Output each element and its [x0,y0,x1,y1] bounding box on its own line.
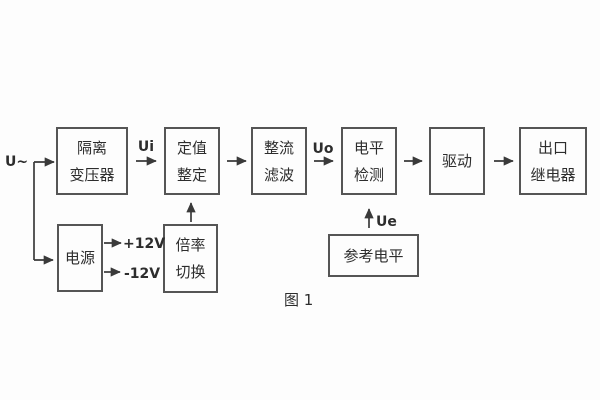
block-value-setting: 定值 整定 [164,127,220,195]
block-text: 参考电平 [343,246,404,265]
block-rectifier-filter: 整流 滤波 [251,127,307,195]
block-text: 检测 [353,165,384,184]
block-ratio-switch: 倍率 切换 [163,224,218,293]
block-text: 滤波 [263,165,294,184]
block-level-detection: 电平 检测 [341,127,397,195]
label-plus-12v: +12V [123,236,166,252]
block-text: 电源 [64,249,95,267]
block-text: 整定 [176,165,207,184]
label-ue: Ue [376,214,397,230]
block-text: 驱动 [441,152,472,170]
block-text: 切换 [175,263,206,281]
block-text: 定值 [176,138,207,157]
label-input-voltage: U~ [5,154,29,170]
block-text: 整流 [263,138,294,157]
block-isolation-transformer: 隔离 变压器 [56,127,128,195]
block-text: 继电器 [530,165,576,184]
block-text: 出口 [537,138,568,157]
block-reference-level: 参考电平 [328,234,419,277]
label-uo: Uo [312,141,334,157]
block-text: 变压器 [69,165,115,184]
block-power-supply: 电源 [57,224,103,292]
block-text: 隔离 [76,138,107,157]
label-ui: Ui [137,139,155,155]
label-minus-12v: -12V [124,266,161,282]
block-text: 倍率 [175,236,206,254]
figure-caption: 图 1 [284,291,314,309]
block-drive: 驱动 [429,127,485,195]
block-text: 电平 [353,138,384,157]
block-output-relay: 出口 继电器 [519,127,587,195]
